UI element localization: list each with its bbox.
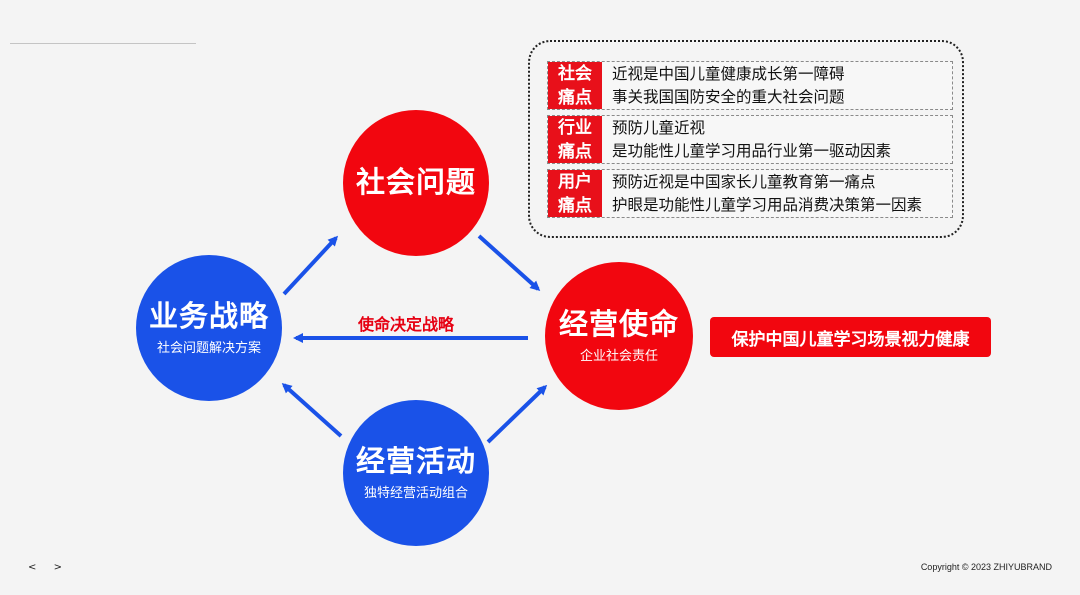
pain-tag-line2: 痛点 <box>558 87 592 108</box>
slide-nav: < > <box>28 562 75 573</box>
top-divider <box>10 43 196 44</box>
pain-text-line1: 近视是中国儿童健康成长第一障碍 <box>612 64 845 83</box>
business-activity-node: 经营活动 独特经营活动组合 <box>343 400 489 546</box>
pain-text: 预防近视是中国家长儿童教育第一痛点 护眼是功能性儿童学习用品消费决策第一因素 <box>602 170 922 217</box>
pain-text: 近视是中国儿童健康成长第一障碍 事关我国国防安全的重大社会问题 <box>602 62 845 109</box>
business-activity-title: 经营活动 <box>355 443 476 478</box>
social-problem-title: 社会问题 <box>355 165 476 200</box>
business-strategy-subtitle: 社会问题解决方案 <box>156 341 261 357</box>
copyright-text: Copyright © 2023 ZHIYUBRAND <box>920 562 1052 572</box>
pain-text-line2: 是功能性儿童学习用品行业第一驱动因素 <box>612 141 892 160</box>
pain-text: 预防儿童近视 是功能性儿童学习用品行业第一驱动因素 <box>602 116 891 163</box>
pain-tag-line1: 用户 <box>558 171 592 192</box>
pain-row-social: 社会 痛点 近视是中国儿童健康成长第一障碍 事关我国国防安全的重大社会问题 <box>547 61 953 110</box>
business-activity-subtitle: 独特经营活动组合 <box>363 486 468 502</box>
business-mission-subtitle: 企业社会责任 <box>579 349 658 365</box>
business-mission-node: 经营使命 企业社会责任 <box>545 262 693 410</box>
arrow-activity-to-strategy <box>281 382 343 438</box>
prev-slide-button[interactable]: < <box>28 562 38 573</box>
pain-tag-line1: 社会 <box>558 63 592 84</box>
mission-decides-strategy-label: 使命决定战略 <box>358 315 455 334</box>
pain-tag: 用户 痛点 <box>548 170 602 217</box>
arrow-strategy-to-social <box>282 235 339 296</box>
pain-points-panel: 社会 痛点 近视是中国儿童健康成长第一障碍 事关我国国防安全的重大社会问题 行业… <box>528 40 964 238</box>
pain-text-line1: 预防近视是中国家长儿童教育第一痛点 <box>612 172 876 191</box>
business-strategy-title: 业务战略 <box>148 298 269 333</box>
pain-tag: 行业 痛点 <box>548 116 602 163</box>
pain-text-line2: 护眼是功能性儿童学习用品消费决策第一因素 <box>612 195 923 214</box>
pain-text-line2: 事关我国国防安全的重大社会问题 <box>612 87 845 106</box>
business-mission-title: 经营使命 <box>558 306 679 341</box>
pain-tag-line2: 痛点 <box>558 141 592 162</box>
social-problem-node: 社会问题 <box>343 110 489 256</box>
business-strategy-node: 业务战略 社会问题解决方案 <box>136 255 282 401</box>
next-slide-button[interactable]: > <box>53 562 63 573</box>
pain-tag-line1: 行业 <box>558 117 592 138</box>
arrow-social-to-mission <box>477 234 541 292</box>
pain-row-industry: 行业 痛点 预防儿童近视 是功能性儿童学习用品行业第一驱动因素 <box>547 115 953 164</box>
pain-text-line1: 预防儿童近视 <box>612 118 706 137</box>
pain-row-user: 用户 痛点 预防近视是中国家长儿童教育第一痛点 护眼是功能性儿童学习用品消费决策… <box>547 169 953 218</box>
pain-tag: 社会 痛点 <box>548 62 602 109</box>
pain-tag-line2: 痛点 <box>558 195 592 216</box>
arrow-activity-to-mission <box>486 384 548 444</box>
mission-slogan-badge: 保护中国儿童学习场景视力健康 <box>710 317 991 357</box>
